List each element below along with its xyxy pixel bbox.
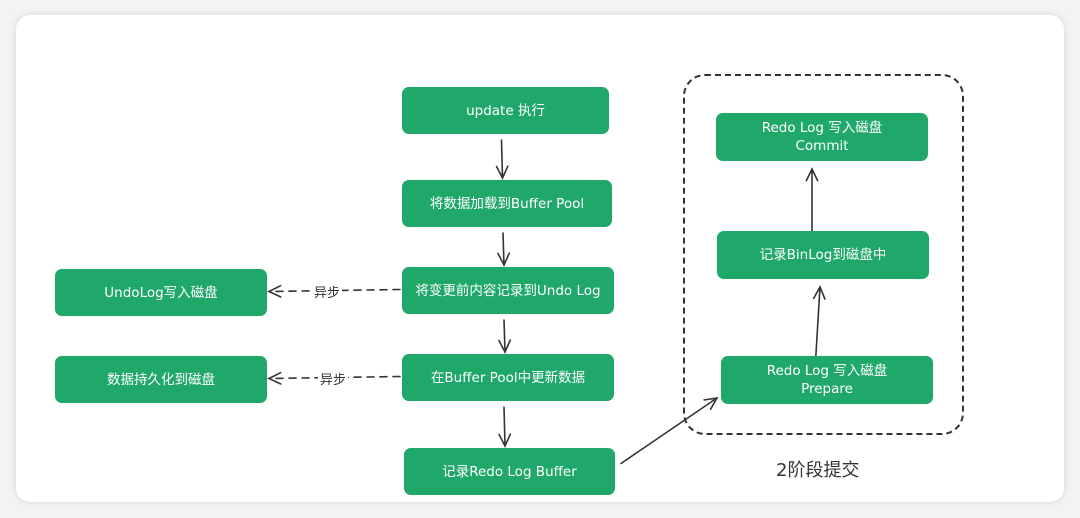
node-label-line1: Redo Log 写入磁盘 bbox=[761, 120, 883, 136]
arrowhead-icon bbox=[267, 284, 282, 298]
arrowhead-icon bbox=[498, 433, 512, 448]
node-record-binlog[interactable]: 记录BinLog到磁盘中 bbox=[717, 231, 929, 279]
arrowhead-icon bbox=[703, 396, 719, 411]
node-label: 将变更前内容记录到Undo Log bbox=[415, 282, 601, 299]
node-update-buffer-pool[interactable]: 在Buffer Pool中更新数据 bbox=[402, 354, 614, 401]
two-phase-commit-group bbox=[683, 74, 964, 435]
edge-label-async-persist: 异步 bbox=[318, 369, 349, 388]
edge-n3-to-n4 bbox=[498, 319, 512, 354]
node-redo-log-commit[interactable]: Redo Log 写入磁盘 Commit bbox=[716, 113, 928, 161]
node-label: update 执行 bbox=[466, 102, 545, 119]
node-label-line1: Redo Log 写入磁盘 bbox=[766, 363, 888, 379]
arrowhead-icon bbox=[497, 252, 511, 267]
node-label-line2: Commit bbox=[795, 138, 849, 154]
node-label: 记录BinLog到磁盘中 bbox=[759, 247, 887, 263]
node-label: UndoLog写入磁盘 bbox=[104, 284, 218, 301]
node-record-undo-log[interactable]: 将变更前内容记录到Undo Log bbox=[402, 267, 614, 314]
edge-n2-to-n3 bbox=[497, 232, 511, 267]
node-label: 将数据加载到Buffer Pool bbox=[429, 195, 585, 212]
two-phase-commit-label: 2阶段提交 bbox=[776, 460, 860, 481]
edge-n4-to-n5 bbox=[498, 406, 512, 448]
node-label: 记录Redo Log Buffer bbox=[442, 463, 577, 480]
node-undolog-to-disk[interactable]: UndoLog写入磁盘 bbox=[55, 269, 267, 316]
arrowhead-icon bbox=[267, 371, 282, 385]
node-redo-log-prepare[interactable]: Redo Log 写入磁盘 Prepare bbox=[721, 356, 933, 404]
node-update-exec[interactable]: update 执行 bbox=[402, 87, 609, 134]
node-record-redo-log-buffer[interactable]: 记录Redo Log Buffer bbox=[404, 448, 615, 495]
arrowhead-icon bbox=[805, 167, 819, 182]
node-label: 数据持久化到磁盘 bbox=[107, 371, 215, 388]
node-label-line2: Prepare bbox=[801, 381, 853, 397]
edge-label-async-undolog: 异步 bbox=[312, 282, 343, 301]
node-load-buffer-pool[interactable]: 将数据加载到Buffer Pool bbox=[402, 180, 612, 227]
node-label: 在Buffer Pool中更新数据 bbox=[430, 369, 586, 386]
arrowhead-icon bbox=[495, 165, 509, 180]
edge-n1-to-n2 bbox=[495, 139, 509, 180]
arrowhead-icon bbox=[812, 285, 826, 300]
node-persist-data-to-disk[interactable]: 数据持久化到磁盘 bbox=[55, 356, 267, 403]
edge-n5-to-t3 bbox=[620, 396, 719, 465]
arrowhead-icon bbox=[498, 339, 512, 354]
